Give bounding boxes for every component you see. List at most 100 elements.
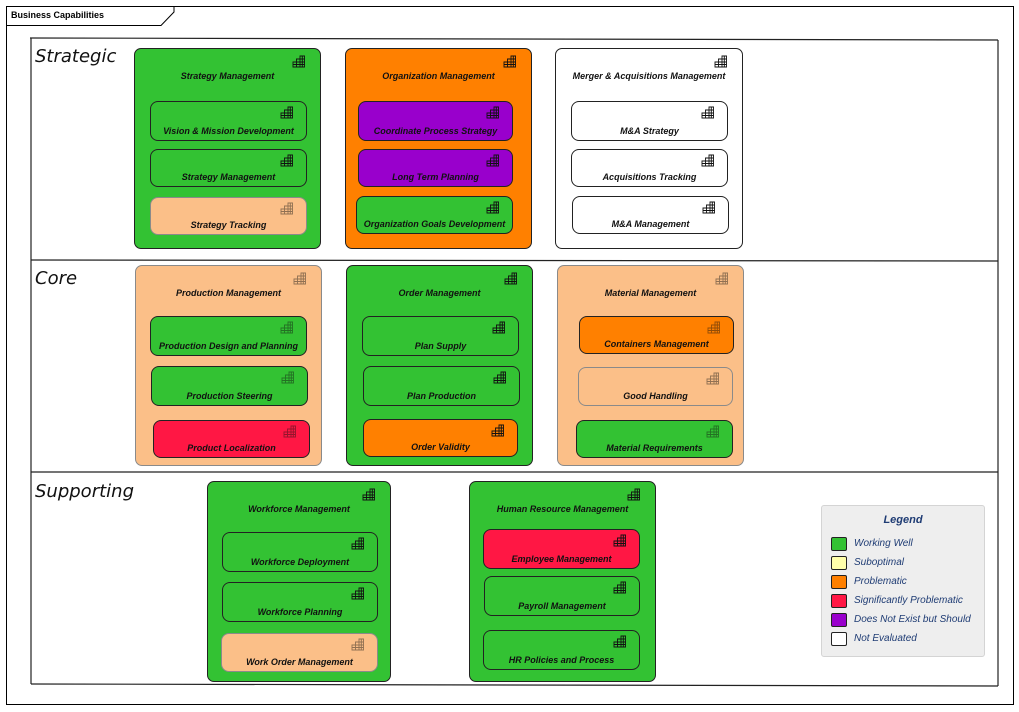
capability-icon [351,638,365,651]
group-human-resource-management[interactable]: Human Resource Management Employee Manag… [469,481,656,682]
capability-label: HR Policies and Process [508,655,615,665]
capability-label: Organization Goals Development [363,219,506,229]
capability-icon [283,425,297,438]
capability-icon [504,272,518,285]
capability-payroll-management[interactable]: Payroll Management [484,576,640,616]
capability-icon [702,201,716,214]
group-title: Production Management [175,288,281,298]
group-order-management[interactable]: Order Management Plan Supply Plan Produc… [346,265,533,466]
group-production-management[interactable]: Production Management Production Design … [135,265,322,466]
capability-good-handling[interactable]: Good Handling [578,367,733,406]
capability-icon [627,488,641,501]
capability-label: Strategy Tracking [190,220,267,230]
capability-icon [706,425,720,438]
capability-ma-strategy[interactable]: M&A Strategy [571,101,728,141]
capability-strategy-management[interactable]: Strategy Management [150,149,307,187]
legend-swatch [831,575,847,589]
capability-strategy-tracking[interactable]: Strategy Tracking [150,197,307,235]
capability-employee-management[interactable]: Employee Management [483,529,640,569]
group-title: Human Resource Management [496,504,629,514]
capability-containers-management[interactable]: Containers Management [579,316,734,354]
capability-hr-policies-process[interactable]: HR Policies and Process [483,630,640,670]
capability-icon [492,321,506,334]
capability-label: Strategy Management [181,172,276,182]
group-material-management[interactable]: Material Management Containers Managemen… [557,265,744,466]
capability-icon [280,321,294,334]
capability-ma-management[interactable]: M&A Management [572,196,729,234]
legend-label: Problematic [854,576,907,587]
legend-panel: Legend Working Well Suboptimal Problemat… [821,505,985,657]
capability-work-order-management[interactable]: Work Order Management [221,633,378,672]
capability-icon [715,272,729,285]
group-title: Order Management [398,288,481,298]
capability-vision-mission-development[interactable]: Vision & Mission Development [150,101,307,141]
capability-icon [351,587,365,600]
group-title: Organization Management [382,71,495,81]
capability-label: Material Requirements [606,443,703,453]
legend-swatch [831,594,847,608]
capability-icon [280,106,294,119]
capability-label: Plan Supply [414,341,467,351]
capability-icon [292,55,306,68]
capability-organization-goals-development[interactable]: Organization Goals Development [356,196,513,234]
capability-long-term-planning[interactable]: Long Term Planning [358,149,513,187]
capability-production-steering[interactable]: Production Steering [151,366,308,406]
capability-product-localization[interactable]: Product Localization [153,420,310,458]
capability-plan-supply[interactable]: Plan Supply [362,316,519,356]
capability-icon [491,424,505,437]
legend-swatch [831,613,847,627]
capability-icon [351,537,365,550]
capability-icon [613,534,627,547]
group-title: Strategy Management [180,71,275,81]
legend-swatch [831,556,847,570]
capability-label: Vision & Mission Development [163,126,294,136]
capability-icon [486,201,500,214]
capability-icon [707,321,721,334]
legend-title: Legend [883,514,923,526]
capability-acquisitions-tracking[interactable]: Acquisitions Tracking [571,149,728,187]
capability-label: Workforce Planning [257,607,343,617]
legend-label: Suboptimal [854,557,905,568]
legend-swatch [831,632,847,646]
capability-icon [281,371,295,384]
capability-label: Plan Production [406,391,476,401]
group-strategy-management[interactable]: Strategy Management Vision & Mission Dev… [134,48,321,249]
capability-label: Production Design and Planning [158,341,298,351]
group-organization-management[interactable]: Organization Management Coordinate Proce… [345,48,532,249]
capability-label: Work Order Management [246,657,353,667]
legend-label: Not Evaluated [854,633,917,644]
capability-coordinate-process-strategy[interactable]: Coordinate Process Strategy [358,101,513,141]
capability-workforce-planning[interactable]: Workforce Planning [222,582,378,622]
group-merger-acquisitions-management[interactable]: Merger & Acquisitions Management M&A Str… [555,48,743,249]
lane-label-supporting: Supporting [35,481,134,502]
group-title: Material Management [604,288,697,298]
lane-label-strategic: Strategic [35,46,117,67]
legend-label: Working Well [854,538,913,549]
capability-icon [503,55,517,68]
capability-icon [613,581,627,594]
capability-label: Acquisitions Tracking [602,172,697,182]
capability-label: Good Handling [623,391,688,401]
capability-workforce-deployment[interactable]: Workforce Deployment [222,532,378,572]
capability-icon [701,154,715,167]
capability-label: Payroll Management [518,601,606,611]
capability-material-requirements[interactable]: Material Requirements [576,420,733,458]
capability-order-validity[interactable]: Order Validity [363,419,518,457]
lane-label-core: Core [35,268,78,289]
capability-label: Product Localization [187,443,276,453]
capability-label: Order Validity [411,442,470,452]
legend-swatch [831,537,847,551]
capability-icon [613,635,627,648]
group-title: Workforce Management [248,504,350,514]
capability-label: Containers Management [604,339,709,349]
group-title: Merger & Acquisitions Management [572,71,726,81]
diagram-title: Business Capabilities [11,10,105,20]
capability-icon [706,372,720,385]
legend-label: Does Not Exist but Should [854,614,971,625]
group-workforce-management[interactable]: Workforce Management Workforce Deploymen… [207,481,391,682]
capability-icon [280,202,294,215]
capability-label: Production Steering [186,391,273,401]
capability-production-design-planning[interactable]: Production Design and Planning [150,316,307,356]
capability-plan-production[interactable]: Plan Production [363,366,520,406]
